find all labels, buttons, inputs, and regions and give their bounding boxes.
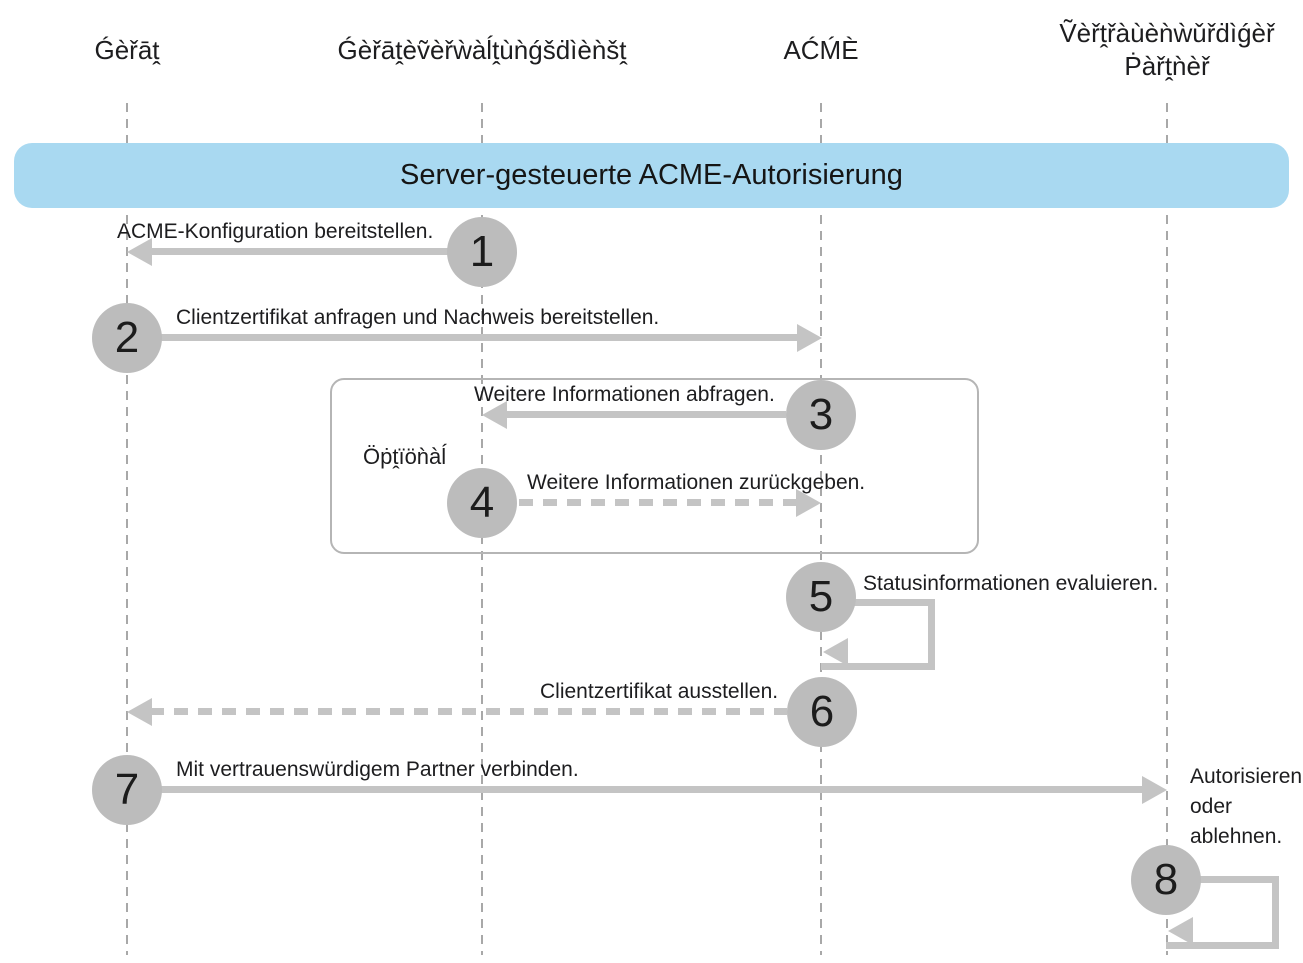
msg7-arrowhead-right-icon <box>1142 776 1167 804</box>
optional-group-box <box>330 378 979 554</box>
msg3-label: Weitere Informationen abfragen. <box>474 383 775 406</box>
actor-label-vertrauenswuerdiger-partner: Ṽèřṱřàùèǹẁǔřḋìǵèř Ṗàřṱǹèř <box>1059 18 1275 81</box>
msg6-arrowhead-left-icon <box>127 698 152 726</box>
msg2-label: Clientzertifikat anfragen und Nachweis b… <box>176 306 660 329</box>
msg5-arrowhead-left-icon <box>823 638 848 666</box>
msg4-label: Weitere Informationen zurückgeben. <box>527 471 866 494</box>
msg8-arrowhead-left-icon <box>1168 917 1193 945</box>
optional-group-label: Öṗṱïöǹàĺ <box>363 444 447 469</box>
msg1-arrow-shaft <box>150 248 448 255</box>
actor-label-geraeteverwaltungsdienst: Ǵèřāṱèṽèřẁàĺṱùǹǵšḋìèǹšṱ <box>337 34 627 65</box>
title-banner: Server-gesteuerte ACME-Autorisierung <box>14 143 1289 208</box>
lifeline-vertrauenswuerdiger-partner <box>1166 103 1168 955</box>
actor-label-geraet: Ǵèřāṱ <box>94 34 160 65</box>
step-7-badge: 7 <box>92 755 162 825</box>
msg3-arrow-shaft <box>505 411 786 418</box>
step-5-badge: 5 <box>786 562 856 632</box>
msg1-label: ACME-Konfiguration bereitstellen. <box>117 220 434 243</box>
step-6-badge: 6 <box>787 677 857 747</box>
lifeline-acme <box>820 103 822 955</box>
msg5-self-loop <box>821 599 935 670</box>
step-4-badge: 4 <box>447 468 517 538</box>
step-2-badge: 2 <box>92 303 162 373</box>
msg1-arrowhead-left-icon <box>127 238 152 266</box>
lifeline-geraet <box>126 103 128 955</box>
msg4-arrow-shaft <box>519 499 796 506</box>
step-1-badge: 1 <box>447 217 517 287</box>
msg6-arrow-shaft <box>150 708 787 715</box>
msg3-arrowhead-left-icon <box>482 401 507 429</box>
msg7-label: Mit vertrauenswürdigem Partner verbinden… <box>176 758 579 781</box>
msg8-label: Autorisieren oder ablehnen. <box>1190 765 1303 848</box>
msg5-label: Statusinformationen evaluieren. <box>863 572 1159 595</box>
step-8-badge: 8 <box>1131 845 1201 915</box>
msg2-arrow-shaft <box>160 334 797 341</box>
msg8-self-loop <box>1166 876 1279 949</box>
msg6-label: Clientzertifikat ausstellen. <box>540 680 779 703</box>
msg4-arrowhead-right-icon <box>796 489 821 517</box>
msg2-arrowhead-right-icon <box>797 324 822 352</box>
step-3-badge: 3 <box>786 380 856 450</box>
msg7-arrow-shaft <box>160 786 1142 793</box>
actor-label-acme: AĆḾÈ <box>783 34 859 65</box>
